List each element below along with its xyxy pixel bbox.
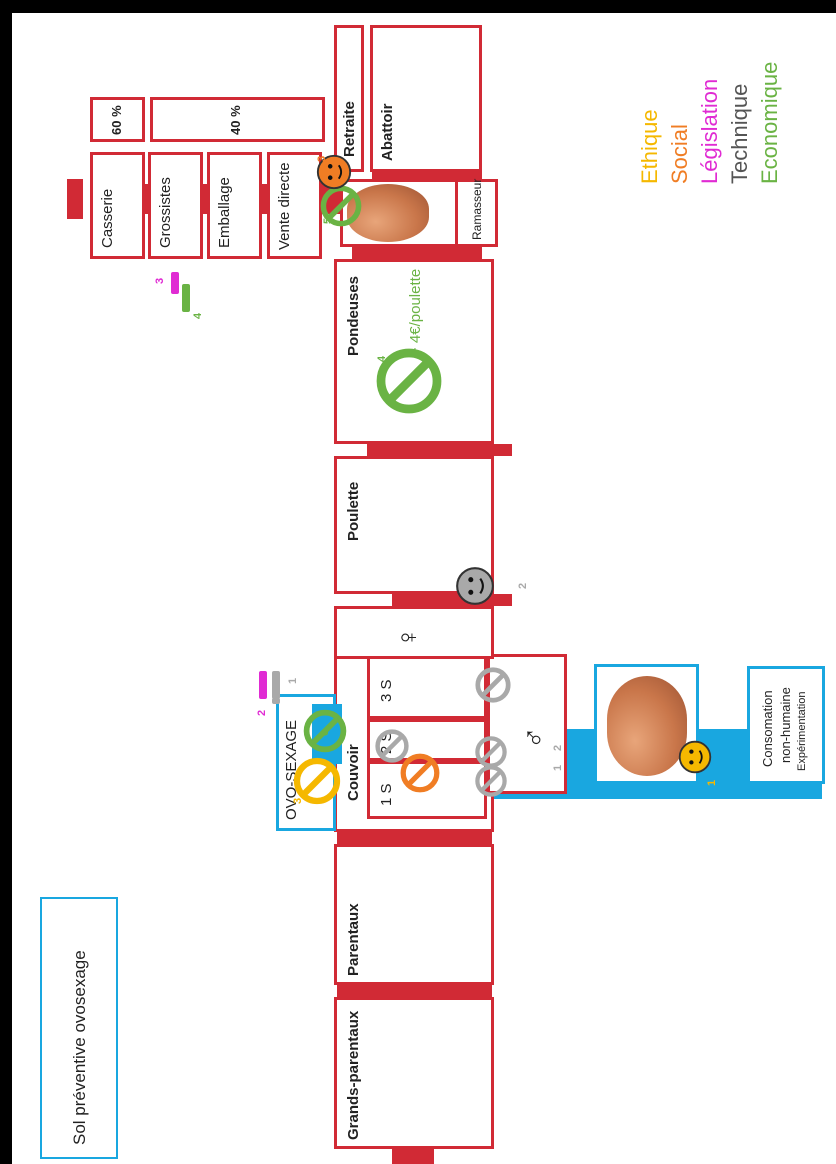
- marker-4-pondeuses: 4: [376, 355, 388, 362]
- consumption-line1: Consomation: [760, 690, 775, 767]
- legend-social: Social: [667, 124, 692, 184]
- channel-emballage: Emballage: [207, 152, 262, 259]
- legend-technique: Technique: [727, 83, 752, 184]
- female-symbol: ♀: [392, 627, 423, 648]
- marker-3-vente: 3: [316, 155, 328, 162]
- marker-1-male: 1: [552, 764, 564, 771]
- smiley-ethique-male: [677, 739, 713, 775]
- bar-technique-couvoir: [272, 671, 280, 699]
- diagram-stage: Sol préventive ovosexage Grands-parentau…: [12, 13, 836, 1164]
- marker-1-technique: 1: [287, 677, 299, 684]
- marker-3-ethique: 3: [292, 797, 304, 804]
- stage-abattoir: Abattoir: [370, 25, 482, 172]
- channel-vente-directe: Vente directe: [267, 152, 322, 259]
- share-60: 60 %: [90, 97, 145, 142]
- channel-label-casserie: Casserie: [99, 188, 116, 248]
- marker-1-ethique-male: 1: [706, 779, 718, 786]
- marker-6-economique: 6: [319, 729, 331, 736]
- pondeuses-note: + 4€/poulette: [407, 268, 424, 356]
- canvas: Sol préventive ovosexage Grands-parentau…: [12, 13, 836, 1164]
- male-symbol: ♂: [518, 726, 551, 750]
- marker-4-channels: 4: [192, 312, 204, 319]
- connector-parentaux-couvoir: [337, 832, 492, 844]
- legend-economique: Economique: [757, 61, 782, 184]
- bar-legislation-couvoir: [259, 671, 267, 699]
- no-sign-technique-male1: [474, 764, 508, 798]
- connector-channels-left: [67, 179, 83, 219]
- consumption-line3: Expérimentation: [796, 691, 808, 772]
- marker-2-male: 2: [552, 744, 564, 751]
- page-title: Sol préventive ovosexage: [70, 950, 89, 1145]
- stage-label-ramasseur: Ramasseur: [470, 178, 484, 240]
- channel-label-emballage: Emballage: [216, 177, 233, 248]
- slot-1s-label: 1 S: [378, 783, 395, 806]
- stage-retraite: Retraite: [334, 25, 364, 172]
- connector-pondeuses-egg: [352, 247, 482, 259]
- stage-ramasseur: Ramasseur: [455, 179, 498, 247]
- share-40-label: 40 %: [228, 105, 243, 135]
- stage-parentaux: Parentaux: [334, 844, 494, 985]
- no-sign-technique-2s: [374, 728, 410, 764]
- legend-ethique: Ethique: [637, 109, 662, 184]
- stage-label-parentaux: Parentaux: [345, 903, 362, 976]
- stage-female: ♀: [334, 606, 494, 659]
- share-40: 40 %: [150, 97, 325, 142]
- stage-grands-parentaux: Grands-parentaux: [334, 997, 494, 1149]
- male-egg-image: [607, 676, 687, 776]
- slot-3s-label: 3 S: [378, 679, 395, 702]
- connector-poulette-pondeuses: [367, 444, 512, 456]
- smiley-technique-female: [454, 565, 496, 607]
- consumption-line2: non-humaine: [778, 687, 793, 763]
- stage-label-retraite: Retraite: [341, 101, 358, 157]
- marker-2-female: 2: [517, 582, 529, 589]
- marker-2-legislation: 2: [256, 709, 268, 716]
- bar-technique-couvoir-dot: [272, 698, 280, 704]
- channel-label-vente-directe: Vente directe: [276, 162, 293, 250]
- channel-label-grossistes: Grossistes: [157, 177, 174, 248]
- stage-label-grands-parentaux: Grands-parentaux: [345, 1010, 362, 1140]
- no-sign-technique-male2: [474, 735, 508, 769]
- title-box: Sol préventive ovosexage: [40, 897, 118, 1159]
- slot-3s: 3 S: [367, 654, 487, 719]
- bar-economique-channels: [182, 284, 190, 312]
- legend-legislation: Législation: [697, 78, 722, 184]
- marker-3-channels: 3: [154, 277, 166, 284]
- stage-label-pondeuses: Pondeuses: [345, 275, 362, 356]
- channel-grossistes: Grossistes: [148, 152, 203, 259]
- stage-label-abattoir: Abattoir: [379, 103, 396, 162]
- no-sign-technique-3s: [474, 666, 512, 704]
- connector-gp-parentaux: [337, 985, 492, 997]
- channel-casserie: Casserie: [90, 152, 145, 259]
- share-60-label: 60 %: [109, 105, 124, 135]
- marker-5-vente: 5: [322, 217, 334, 224]
- bar-legislation-channels: [171, 272, 179, 294]
- stage-label-poulette: Poulette: [345, 481, 362, 541]
- consumption-box: Consomation non-humaine Expérimentation: [747, 666, 825, 784]
